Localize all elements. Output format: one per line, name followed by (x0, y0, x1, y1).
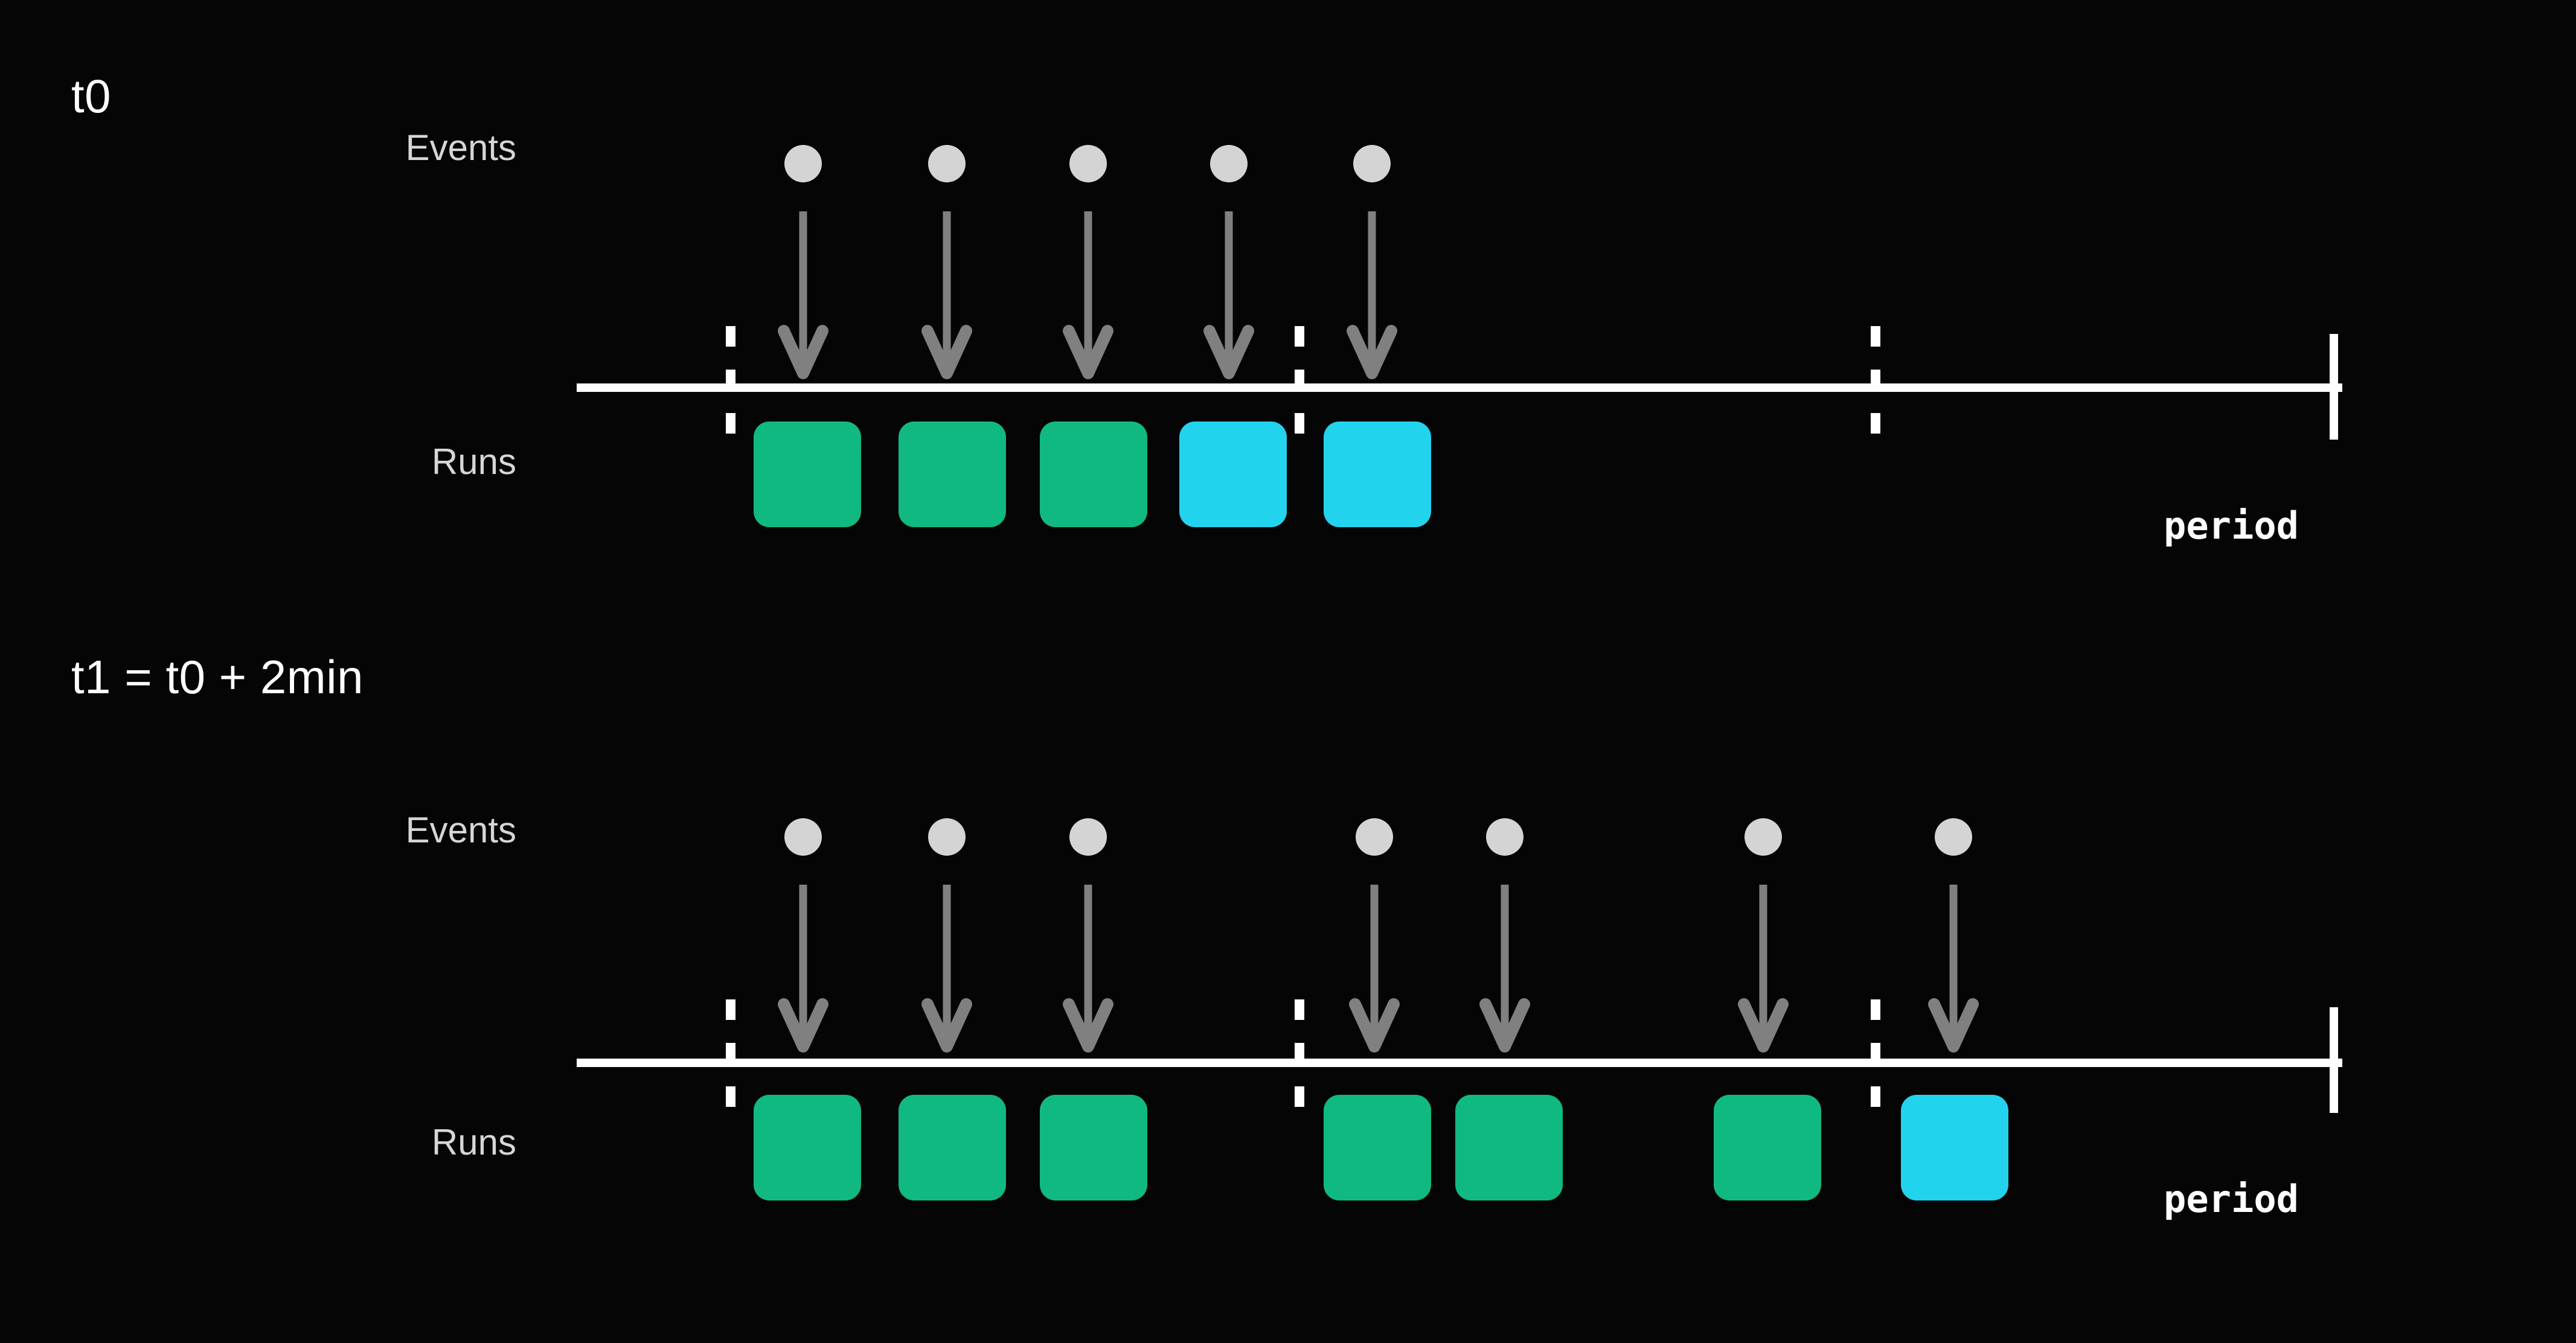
run-block[interactable] (1324, 421, 1431, 527)
event-dot (1069, 818, 1107, 856)
run-block[interactable] (1179, 421, 1287, 527)
timeline-axis-t1 (577, 1059, 2342, 1067)
run-block[interactable] (1324, 1095, 1431, 1200)
events-row-label-t1: Events (405, 810, 516, 850)
event-arrow-icon (776, 211, 830, 380)
bucket-boundary-t1-2 (1295, 999, 1304, 1114)
event-dot (928, 145, 966, 182)
period-label-t0: period (2164, 504, 2299, 548)
event-arrow-icon (1736, 885, 1790, 1054)
section-title-t1: t1 = t0 + 2min (71, 650, 364, 704)
run-block[interactable] (899, 421, 1006, 527)
event-arrow-icon (920, 885, 974, 1054)
event-dot (1353, 145, 1391, 182)
event-dot (1486, 818, 1523, 856)
run-block[interactable] (754, 421, 861, 527)
bucket-boundary-t0-3 (1871, 326, 1880, 441)
event-dot (1069, 145, 1107, 182)
bucket-boundary-t0-1 (726, 326, 735, 441)
event-arrow-icon (1202, 211, 1256, 380)
event-dot (1935, 818, 1972, 856)
event-dot (928, 818, 966, 856)
run-block[interactable] (899, 1095, 1006, 1200)
event-arrow-icon (1061, 885, 1115, 1054)
event-arrow-icon (1345, 211, 1399, 380)
run-block[interactable] (1455, 1095, 1563, 1200)
bucket-boundary-t1-3 (1871, 999, 1880, 1114)
event-dot (784, 818, 822, 856)
event-dot (1210, 145, 1248, 182)
bucket-boundary-t0-2 (1295, 326, 1304, 441)
event-arrow-icon (1347, 885, 1402, 1054)
events-row-label-t0: Events (405, 127, 516, 168)
period-label-t1: period (2164, 1177, 2299, 1221)
event-arrow-icon (1061, 211, 1115, 380)
timeline-axis-t0 (577, 383, 2342, 392)
bucket-boundary-t1-1 (726, 999, 735, 1114)
event-dot (1745, 818, 1782, 856)
run-block[interactable] (754, 1095, 861, 1200)
run-block[interactable] (1040, 1095, 1147, 1200)
event-arrow-icon (776, 885, 830, 1054)
run-block[interactable] (1901, 1095, 2008, 1200)
event-dot (1356, 818, 1393, 856)
event-arrow-icon (1926, 885, 1981, 1054)
event-arrow-icon (1478, 885, 1532, 1054)
runs-row-label-t0: Runs (431, 441, 516, 482)
event-arrow-icon (920, 211, 974, 380)
section-title-t0: t0 (71, 69, 112, 123)
event-dot (784, 145, 822, 182)
timeline-end-tick-t1 (2330, 1007, 2338, 1113)
run-block[interactable] (1040, 421, 1147, 527)
runs-row-label-t1: Runs (431, 1122, 516, 1162)
run-block[interactable] (1714, 1095, 1821, 1200)
timeline-end-tick-t0 (2330, 334, 2338, 440)
